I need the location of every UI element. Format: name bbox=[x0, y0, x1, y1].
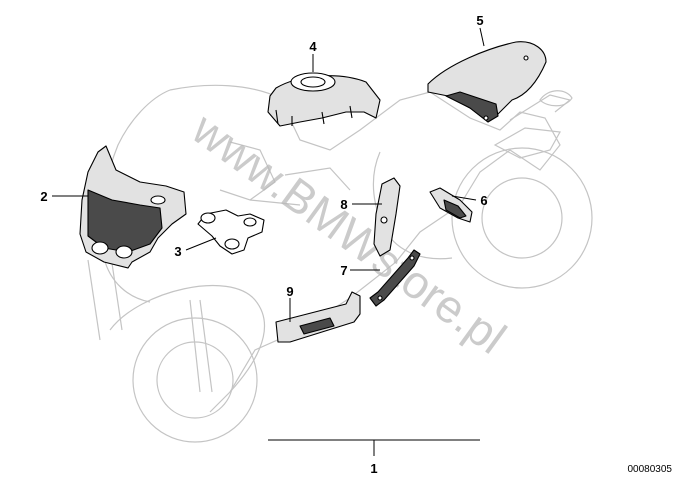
part-fork-bridge-cover bbox=[197, 209, 265, 255]
part-small-trim-cover bbox=[429, 187, 473, 223]
part-belly-trim-strip bbox=[275, 291, 361, 343]
callout-3: 3 bbox=[174, 244, 181, 259]
callout-1: 1 bbox=[370, 461, 377, 476]
callout-6: 6 bbox=[480, 193, 487, 208]
part-tank-cover bbox=[267, 72, 381, 127]
part-side-bracket bbox=[373, 177, 401, 257]
callout-2: 2 bbox=[40, 189, 47, 204]
document-number: 00080305 bbox=[628, 464, 673, 475]
callout-7: 7 bbox=[340, 263, 347, 278]
callout-4: 4 bbox=[309, 39, 317, 54]
part-seat-cowl bbox=[427, 41, 547, 123]
part-lower-rail bbox=[369, 249, 421, 307]
callout-9: 9 bbox=[286, 284, 293, 299]
part-front-fairing bbox=[79, 145, 187, 269]
callout-8: 8 bbox=[340, 197, 347, 212]
callout-5: 5 bbox=[476, 13, 483, 28]
leader-lines bbox=[52, 27, 485, 456]
